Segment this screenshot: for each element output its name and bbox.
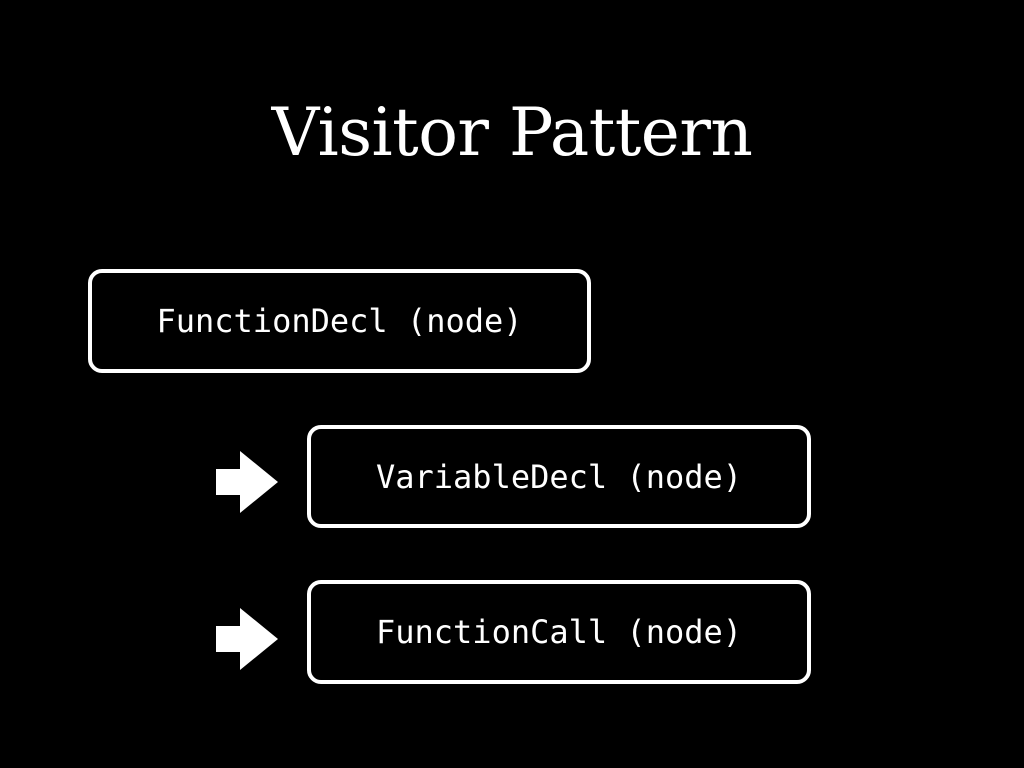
function-decl-node-box: FunctionDecl (node) [88,269,591,373]
right-arrow-icon [216,451,278,513]
slide-title: Visitor Pattern [271,94,753,171]
function-call-node-label: FunctionCall (node) [375,613,743,651]
variable-decl-node-label: VariableDecl (node) [375,457,743,496]
variable-decl-node-box: VariableDecl (node) [307,425,811,528]
function-decl-node-label: FunctionDecl (node) [156,302,523,340]
function-call-node-box: FunctionCall (node) [307,580,811,684]
right-arrow-icon [216,608,278,670]
